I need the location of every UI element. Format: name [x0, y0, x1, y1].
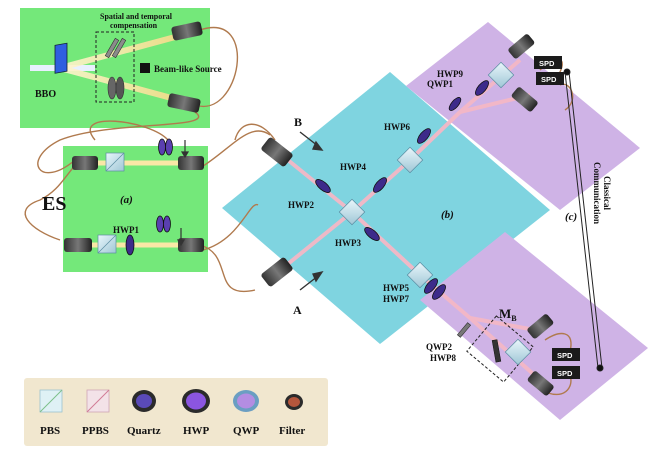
- legend-hwp-icon: [182, 389, 210, 413]
- qwp2-label: QWP2: [426, 342, 452, 352]
- bob-couplers: [527, 314, 554, 396]
- legend-label-hwp: HWP: [183, 425, 210, 437]
- bob-waveplates: [456, 322, 502, 363]
- center-panel-tag: (b): [441, 209, 454, 221]
- alice-spd-top-label: SPD: [539, 59, 555, 68]
- alice-couplers: [508, 34, 538, 112]
- es-top-row-components: [72, 138, 204, 172]
- bob-module-sub: B: [511, 314, 517, 323]
- beam-like-source-icon: [140, 63, 150, 73]
- center-panel-background: [222, 72, 550, 344]
- bob-spd-top: [552, 348, 580, 361]
- es-panel-tag: (a): [120, 194, 133, 206]
- legend-label-pbs: PBS: [40, 425, 60, 437]
- es-arrows: [176, 140, 190, 247]
- alice-spd-bottom-label: SPD: [541, 75, 557, 84]
- classical-label-line2: Communication: [592, 162, 602, 224]
- fiber-coupler-bottom: [167, 93, 201, 113]
- alice-spd-top: [534, 56, 562, 69]
- legend-ppbs-icon: [86, 389, 110, 413]
- hwp1-label: HWP1: [113, 225, 139, 235]
- compensation-label-line1: Spatial and temporal: [100, 12, 173, 21]
- hwp6-label: HWP6: [384, 122, 410, 132]
- bob-pbs: [504, 338, 532, 366]
- bbo-label: BBO: [35, 89, 56, 100]
- classical-label-line1: Classical: [602, 176, 612, 211]
- hwp9-label: HWP9: [437, 69, 463, 79]
- compensation-elements: [104, 37, 127, 100]
- alice-spd-bottom: [536, 72, 564, 85]
- center-pbs-cubes: [338, 146, 434, 289]
- hwp8-label: HWP8: [430, 353, 456, 363]
- legend-pbs-icon: [39, 389, 63, 413]
- compensation-box: [95, 31, 135, 103]
- compensation-label-line2: compensation: [110, 21, 158, 30]
- center-waveplates: [315, 128, 446, 300]
- input-b-label: B: [294, 115, 302, 129]
- upper-detector-panel-background: [406, 22, 640, 210]
- alice-waveplates: [448, 80, 489, 111]
- bbo-crystal: [54, 42, 68, 74]
- legend-label-qwp: QWP: [233, 425, 260, 437]
- classical-communication-link: [563, 68, 604, 372]
- es-bottom-row-components: [64, 215, 204, 256]
- legend-qwp-icon: [233, 390, 259, 412]
- classical-panel-tag: (c): [565, 211, 577, 223]
- beam-like-source-label: Beam-like Source: [154, 64, 222, 74]
- legend-label-quartz: Quartz: [127, 425, 161, 437]
- legend-filter-icon: [285, 394, 303, 410]
- qwp1-label: QWP1: [427, 79, 453, 89]
- bob-spd-bottom: [552, 366, 580, 379]
- alice-pbs: [487, 61, 515, 89]
- center-couplers: [261, 137, 293, 287]
- es-title: ES: [42, 193, 66, 215]
- input-arrows: [299, 131, 324, 291]
- hwp2-label: HWP2: [288, 200, 314, 210]
- hwp4-label: HWP4: [340, 162, 366, 172]
- bob-module-label: MB: [499, 306, 517, 323]
- hwp5-label: HWP5: [383, 283, 409, 293]
- fiber-coupler-top: [171, 21, 203, 41]
- bob-module-main: M: [499, 306, 511, 321]
- hwp7-label: HWP7: [383, 294, 409, 304]
- input-a-label: A: [293, 303, 302, 317]
- optical-fibers: [24, 26, 574, 396]
- legend-quartz-icon: [132, 390, 156, 412]
- legend-label-filter: Filter: [279, 425, 305, 437]
- hwp3-label: HWP3: [335, 238, 361, 248]
- bob-spd-top-label: SPD: [557, 351, 573, 360]
- legend-label-ppbs: PPBS: [82, 425, 109, 437]
- bob-spd-bottom-label: SPD: [557, 369, 573, 378]
